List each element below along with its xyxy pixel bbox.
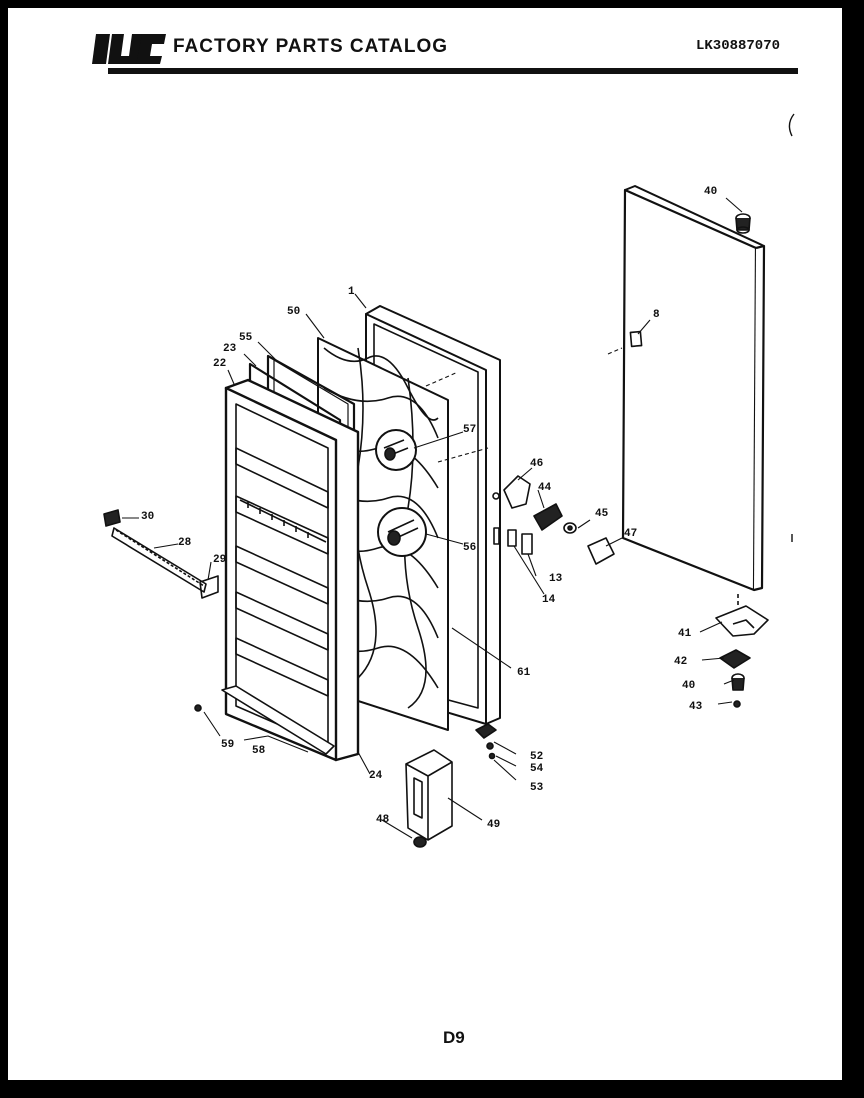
- page-number: D9: [443, 1028, 465, 1047]
- door-outer-panel: [621, 185, 766, 592]
- callout-44: 44: [538, 482, 552, 494]
- bottom-trim: [194, 685, 335, 755]
- callout-43: 43: [689, 701, 703, 713]
- callout-47: 47: [624, 528, 638, 540]
- callout-48: 48: [376, 814, 390, 826]
- callout-46: 46: [530, 458, 544, 470]
- callout-58: 58: [252, 745, 266, 757]
- callout-28: 28: [178, 537, 192, 549]
- callout-40-bottom: 40: [682, 680, 696, 692]
- callout-41: 41: [678, 628, 692, 640]
- header-rule: [108, 68, 798, 74]
- callout-24: 24: [369, 770, 383, 782]
- shelf-bar-assembly: [103, 509, 219, 599]
- callout-29: 29: [213, 554, 227, 566]
- callout-53: 53: [530, 782, 544, 794]
- exploded-door-diagram: [103, 113, 795, 848]
- callout-55: 55: [239, 332, 253, 344]
- callout-42: 42: [674, 656, 688, 668]
- callout-13: 13: [549, 573, 563, 585]
- detail-circle-57: [375, 429, 417, 471]
- callout-57: 57: [463, 424, 477, 436]
- lower-hinge-bracket: [405, 723, 497, 848]
- callout-45: 45: [595, 508, 609, 520]
- callout-61: 61: [517, 667, 531, 679]
- door-shelves: [235, 447, 329, 697]
- brand-logo: [92, 34, 166, 64]
- callout-52: 52: [530, 751, 544, 763]
- callout-8: 8: [653, 309, 660, 321]
- callout-1: 1: [348, 286, 355, 298]
- callout-23: 23: [223, 343, 237, 355]
- detail-circle-56: [377, 507, 427, 557]
- latch-assembly: [503, 475, 615, 565]
- callout-22: 22: [213, 358, 227, 370]
- callout-14: 14: [542, 594, 556, 606]
- callout-49: 49: [487, 819, 501, 831]
- callout-40-top: 40: [704, 186, 718, 198]
- callout-56: 56: [463, 542, 477, 554]
- callout-50: 50: [287, 306, 301, 318]
- model-code: LK30887070: [696, 38, 781, 54]
- catalog-title: FACTORY PARTS CATALOG: [173, 36, 449, 57]
- leader-lines: [122, 197, 743, 839]
- callout-54: 54: [530, 763, 544, 775]
- top-hinge-bushing: [735, 213, 751, 234]
- callout-59: 59: [221, 739, 235, 751]
- catalog-page: FACTORY PARTS CATALOG LK30887070: [8, 8, 842, 1080]
- callout-30: 30: [141, 511, 155, 523]
- bottom-hinge-assembly: [715, 594, 769, 708]
